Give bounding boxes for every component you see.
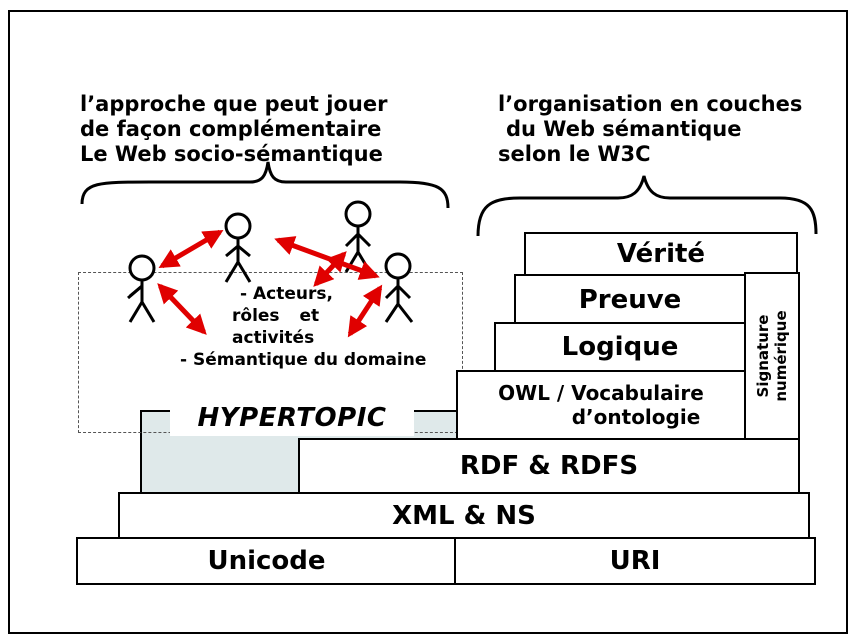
hypertopic-label: HYPERTOPIC bbox=[170, 400, 414, 436]
diagram-frame bbox=[8, 10, 848, 634]
left-heading: l’approche que peut jouer de façon compl… bbox=[80, 92, 387, 167]
layer-owl-line-1: OWL / Vocabulaire bbox=[498, 381, 704, 405]
left-brace bbox=[80, 161, 450, 209]
layer-signature: Signature numérique bbox=[744, 272, 800, 440]
stick-figure-4 bbox=[384, 252, 414, 323]
arrow-3-text bbox=[313, 251, 347, 287]
actors-text-line-1: - Acteurs, bbox=[240, 284, 333, 304]
right-heading: l’organisation en couches du Web sémanti… bbox=[498, 92, 802, 167]
right-heading-line-2: du Web sémantique bbox=[506, 117, 742, 141]
actors-text-line-3: activités bbox=[232, 328, 315, 348]
hypertopic-label-text: HYPERTOPIC bbox=[197, 403, 387, 433]
right-heading-line-1: l’organisation en couches bbox=[498, 92, 803, 116]
left-heading-line-1: l’approche que peut jouer bbox=[80, 92, 388, 116]
layer-uri-label: URI bbox=[609, 546, 661, 576]
layer-rdf-label: RDF & RDFS bbox=[459, 451, 639, 481]
actors-text-roles: rôles bbox=[232, 306, 280, 326]
left-heading-line-2: de façon complémentaire bbox=[80, 117, 382, 141]
layer-logique-label: Logique bbox=[561, 332, 679, 362]
stick-figure-2 bbox=[224, 212, 252, 283]
layer-preuve: Preuve bbox=[514, 274, 746, 326]
arrow-1-2 bbox=[158, 229, 224, 269]
stick-figure-3 bbox=[344, 200, 372, 273]
left-heading-line-3: Le Web socio-sémantique bbox=[80, 142, 383, 166]
layer-owl-line-2: d’ontologie bbox=[571, 405, 701, 429]
layer-xml: XML & NS bbox=[118, 492, 810, 540]
layer-verite-label: Vérité bbox=[616, 239, 706, 269]
right-heading-line-3: selon le W3C bbox=[498, 142, 651, 166]
layer-unicode-label: Unicode bbox=[207, 546, 326, 576]
arrow-1-text bbox=[157, 283, 207, 335]
layer-xml-label: XML & NS bbox=[392, 501, 536, 531]
arrow-4-text bbox=[347, 284, 383, 338]
actors-text-line-4: - Sémantique du domaine bbox=[180, 350, 427, 370]
stick-figure-1 bbox=[127, 254, 156, 323]
layer-logique: Logique bbox=[494, 322, 746, 372]
actors-text-line-2: rôles et bbox=[232, 306, 319, 326]
layer-uri: URI bbox=[454, 537, 816, 585]
right-brace bbox=[476, 175, 818, 237]
actors-text-et: et bbox=[299, 306, 320, 326]
layer-preuve-label: Preuve bbox=[578, 285, 682, 315]
layer-unicode: Unicode bbox=[76, 537, 457, 585]
